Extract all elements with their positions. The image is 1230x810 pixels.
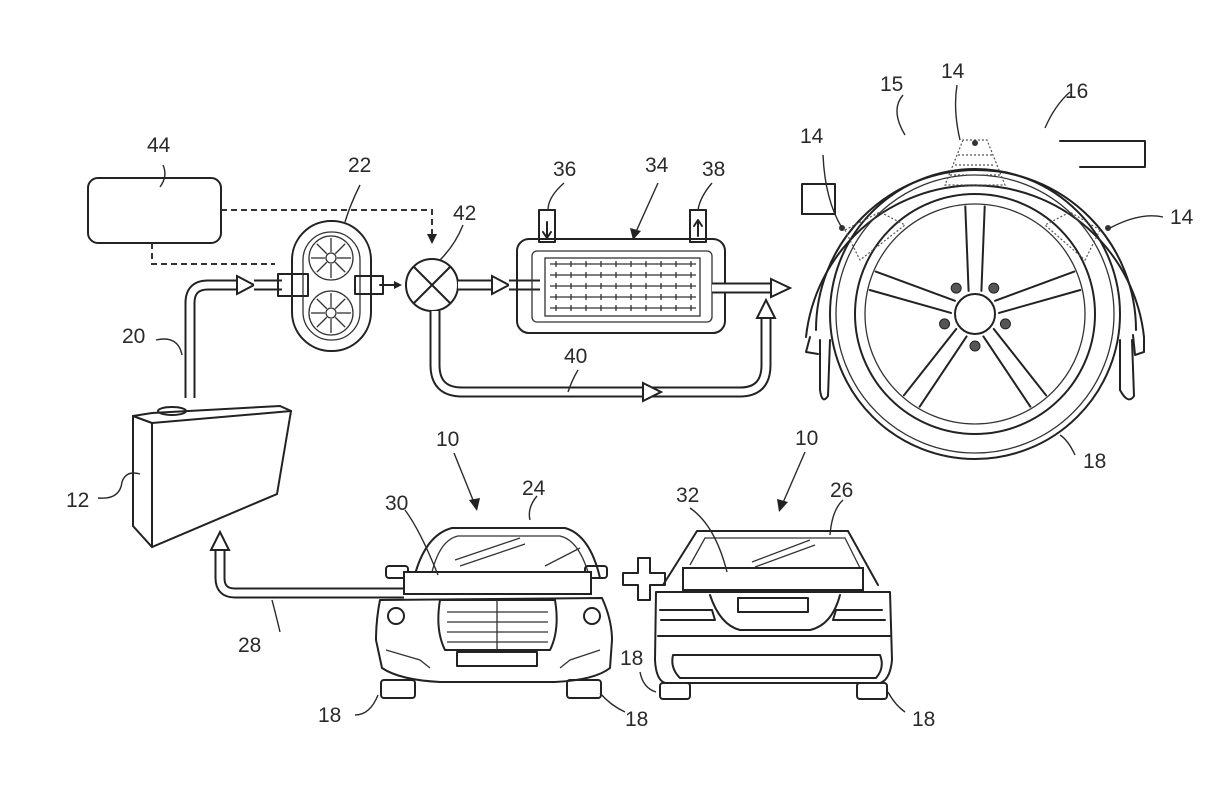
valve — [405, 258, 459, 312]
wheel-spoke — [994, 270, 1076, 302]
lug-nut — [950, 282, 962, 294]
reservoir — [132, 404, 293, 549]
front-vehicle — [375, 527, 613, 699]
return-line-label: 28 — [238, 634, 261, 657]
lug-nut — [988, 282, 1000, 294]
wheel-spoke — [964, 205, 970, 292]
main-line — [458, 274, 540, 296]
nozzle-top — [972, 140, 978, 146]
control-signal-to-valve — [221, 209, 433, 235]
hx-outlet-line — [712, 277, 793, 299]
control-unit — [87, 177, 222, 244]
front-collector-label: 30 — [385, 492, 408, 515]
wheel-spoke — [902, 327, 958, 397]
flow-arrow-icon — [209, 529, 231, 551]
control-unit-label: 44 — [147, 134, 171, 157]
rear-vehicle — [654, 530, 893, 700]
lug-nut — [999, 318, 1011, 330]
wheel-arch-label: 16 — [1065, 80, 1088, 103]
control-signal-to-pump — [151, 243, 275, 265]
nozzle-right — [1105, 225, 1111, 231]
rotor-vane — [334, 243, 346, 255]
return-line — [209, 529, 404, 599]
wheel-spoke — [868, 288, 953, 314]
nozzle-left-label: 14 — [800, 125, 824, 148]
windscreen-label: 24 — [522, 477, 546, 500]
wheel-spoke — [874, 270, 956, 302]
plus-symbol — [622, 557, 666, 601]
nozzle-top-label: 14 — [941, 60, 965, 83]
arch-liner-label: 15 — [880, 73, 903, 96]
spray-top — [944, 139, 1006, 186]
bypass-line — [429, 297, 777, 403]
front-left-wheel-label: 18 — [318, 704, 341, 727]
rear-left-wheel-label: 18 — [620, 647, 643, 670]
rotor-vane — [334, 316, 346, 328]
rotor-vane — [334, 298, 346, 310]
hx-inlet — [538, 209, 556, 243]
bypass-label: 40 — [564, 345, 587, 368]
nozzle-right-label: 14 — [1170, 206, 1194, 229]
wheel-spoke — [918, 335, 968, 408]
rotor-vane — [316, 298, 328, 310]
flow-arrow-icon — [642, 381, 664, 403]
rotor-vane — [316, 261, 328, 273]
wheel-spoke — [992, 327, 1048, 397]
pump-label: 22 — [348, 154, 371, 177]
flow-arrow-icon — [770, 277, 793, 299]
heat-exchanger — [516, 209, 726, 334]
flow-arrow-icon — [491, 274, 512, 296]
valve-label: 42 — [453, 202, 476, 225]
wheel-spoke — [980, 205, 986, 292]
wheel-spoke — [982, 335, 1032, 408]
rotor-vane — [334, 261, 346, 273]
rear-right-wheel-label: 18 — [912, 708, 935, 731]
hx-outlet-label: 38 — [702, 158, 725, 181]
front-vehicle-label: 10 — [436, 428, 459, 451]
flow-arrow-icon — [236, 274, 257, 296]
hx-label: 34 — [645, 154, 669, 177]
big-wheel-label: 18 — [1083, 450, 1106, 473]
rear-window-label: 26 — [830, 479, 853, 502]
front-right-wheel-label: 18 — [625, 708, 648, 731]
leader-lines — [97, 84, 1164, 716]
supply-line-label: 20 — [122, 325, 145, 348]
rotor-vane — [316, 316, 328, 328]
supply-line — [184, 274, 282, 398]
control-arrow-valve — [427, 234, 437, 244]
hx-inlet-label: 36 — [553, 158, 576, 181]
wheel-spoke — [997, 288, 1082, 314]
pump — [277, 220, 402, 352]
lug-nut — [939, 318, 951, 330]
flow-arrow-icon — [755, 297, 777, 319]
reservoir-label: 12 — [66, 489, 89, 512]
rear-collector-label: 32 — [676, 484, 699, 507]
wheel-assembly — [801, 139, 1146, 460]
rotor-vane — [316, 243, 328, 255]
rear-vehicle-label: 10 — [795, 427, 818, 450]
lug-nut — [969, 340, 981, 352]
